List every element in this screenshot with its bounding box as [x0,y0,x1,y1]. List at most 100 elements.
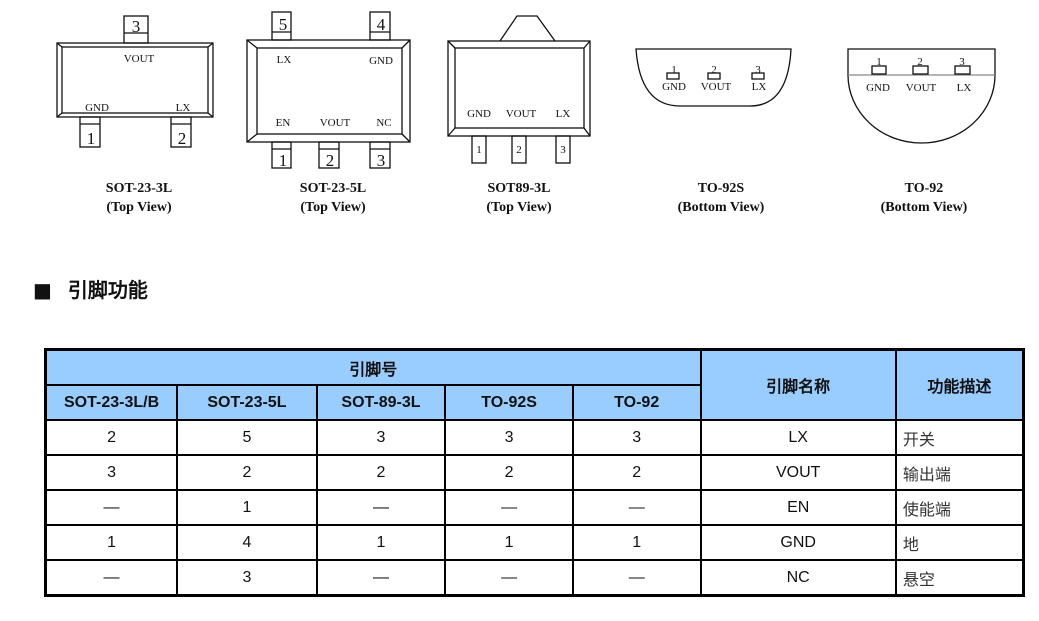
to92s-diagram: 1 2 3 GND VOUT LX TO-92S (Bottom View) [635,48,792,215]
pin-number-cell: 2 [176,454,318,491]
pin-number-cell: — [315,489,447,526]
pin-label: VOUT [701,81,732,93]
pin-number: 1 [279,151,288,170]
sot89-3l-diagram: 1 2 3 GND VOUT LX SOT89-3L (Top View) [447,15,591,215]
package-name: SOT-23-3L [106,181,172,196]
package-view: (Bottom View) [678,200,765,215]
pin-number: 4 [377,15,386,34]
pin-label: LX [277,54,292,66]
function-desc-cell: 输出端 [894,454,1025,491]
pin-number-cell: — [571,559,702,597]
pin-number-cell: 3 [571,419,702,456]
column-header: SOT-23-3L/B [44,384,179,421]
function-desc-header: 功能描述 [894,348,1025,421]
pin-label: GND [662,81,686,93]
sot23-3l-diagram: 3 1 2 VOUT GND LX SOT-23-3L (Top View) [56,15,214,215]
pin-number-cell: 3 [315,419,447,456]
function-desc-cell: 地 [894,524,1025,561]
pin-name-cell: LX [699,419,897,456]
pin-number: 1 [671,64,677,76]
pin-name-cell: NC [699,559,897,597]
column-header: SOT-23-5L [176,384,318,421]
pin-number-cell: — [315,559,447,597]
pin-number: 5 [279,15,288,34]
function-desc-cell: 使能端 [894,489,1025,526]
pin-label: VOUT [124,53,155,65]
pin-number-cell: — [444,559,574,597]
pin-label: VOUT [506,108,537,120]
pin-label: GND [85,102,109,114]
pin-label: LX [957,82,972,94]
pin-label: GND [369,55,393,67]
package-diagrams: 3 1 2 VOUT GND LX SOT-23-3L (Top View) 5… [56,11,996,215]
pin-number-cell: 2 [315,454,447,491]
pin-number-cell: — [571,489,702,526]
pin-name-header: 引脚名称 [699,348,897,421]
column-header: TO-92S [444,384,574,421]
pin-number-cell: 4 [176,524,318,561]
package-view: (Top View) [106,200,172,215]
to92-diagram: 1 2 3 GND VOUT LX TO-92 (Bottom View) [847,48,996,215]
package-name: TO-92 [905,181,944,196]
pin-number: 3 [755,64,761,76]
bullet-square-icon: ■ [33,278,52,302]
pin-name-cell: EN [699,489,897,526]
pin-number-group-header: 引脚号 [44,348,702,386]
pin-number: 2 [326,151,335,170]
pin-label: GND [467,108,491,120]
pin-number: 1 [876,56,882,68]
pin-label: LX [752,81,767,93]
pin-number-cell: — [44,559,179,597]
pin-number: 2 [711,64,717,76]
package-view: (Bottom View) [881,200,968,215]
pin-number: 3 [959,56,965,68]
pin-number-cell: 5 [176,419,318,456]
package-view: (Top View) [486,200,552,215]
pin-number: 1 [476,144,482,156]
pin-name-cell: VOUT [699,454,897,491]
pin-number: 2 [516,144,522,156]
pin-number-cell: 2 [44,419,179,456]
pin-label: EN [276,117,291,129]
column-header: SOT-89-3L [315,384,447,421]
function-desc-cell: 开关 [894,419,1025,456]
package-name: SOT89-3L [487,181,550,196]
pin-number: 3 [560,144,566,156]
pin-number: 1 [87,129,96,148]
pin-label: VOUT [320,117,351,129]
pin-number-cell: 1 [571,524,702,561]
pin-label: LX [176,102,191,114]
package-name: SOT-23-5L [300,181,366,196]
package-name: TO-92S [698,181,745,196]
pin-number-cell: — [444,489,574,526]
pin-label: NC [376,117,391,129]
pin-number: 2 [178,129,187,148]
sot23-5l-diagram: 5 4 1 2 3 LX GND EN VOUT NC SOT-23-5L (T… [246,11,411,215]
pin-number-cell: 1 [444,524,574,561]
section-heading: ■ 引脚功能 [33,274,148,303]
pin-label: VOUT [906,82,937,94]
section-title: 引脚功能 [67,278,148,302]
pin-number: 2 [917,56,923,68]
function-desc-cell: 悬空 [894,559,1025,597]
pin-label: GND [866,82,890,94]
pin-number-cell: 2 [444,454,574,491]
pin-number-cell: 1 [44,524,179,561]
pin-number-cell: 1 [315,524,447,561]
pin-name-cell: GND [699,524,897,561]
pin-function-table: 引脚号 引脚名称 功能描述 SOT-23-3L/B SOT-23-5L SOT-… [44,348,1025,597]
pin-number-cell: 3 [444,419,574,456]
pin-number-cell: — [44,489,179,526]
pin-number-cell: 3 [44,454,179,491]
pin-label: LX [556,108,571,120]
pin-number-cell: 3 [176,559,318,597]
column-header: TO-92 [571,384,702,421]
pin-number: 3 [377,151,386,170]
pin-number: 3 [132,17,141,36]
pin-number-cell: 1 [176,489,318,526]
